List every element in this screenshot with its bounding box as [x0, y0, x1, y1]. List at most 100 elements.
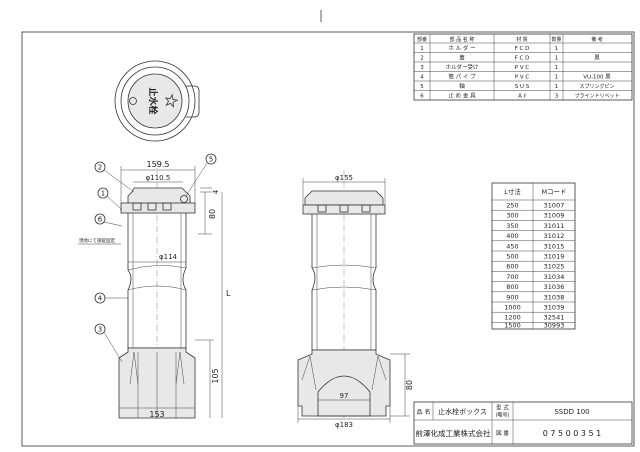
lookup-r3-m: 31011 — [544, 222, 565, 230]
dim-153: 153 — [149, 410, 164, 419]
parts-r6-name: 止 め 金 具 — [448, 92, 476, 100]
lookup-r7-m: 31025 — [544, 263, 565, 271]
front-cap — [127, 187, 191, 203]
side-base-arch — [317, 375, 371, 417]
parts-r1-qty: 1 — [555, 46, 559, 52]
lookup-r9-l: 800 — [506, 283, 518, 291]
lookup-r1-m: 31007 — [544, 202, 565, 210]
parts-r3-name: ホルダー受け — [445, 63, 479, 71]
side-cap — [304, 190, 384, 206]
top-view-outer-ring — [114, 60, 196, 142]
callout-5: 5 — [209, 156, 213, 164]
top-view: 止水栓 — [114, 60, 200, 142]
title-name-label: 品 名 — [417, 408, 431, 416]
callout-3: 3 — [98, 326, 102, 334]
parts-r6-no: 6 — [420, 94, 424, 100]
front-note: 現地にて施錠固定 — [79, 237, 115, 244]
lookup-r6-m: 31019 — [544, 253, 565, 261]
dim-80-top: 80 — [208, 209, 217, 219]
lookup-r4-m: 31012 — [544, 232, 565, 240]
parts-r5-name: 軸 — [459, 82, 465, 90]
lookup-r12-l: 1200 — [504, 314, 521, 322]
parts-r3-qty: 1 — [555, 65, 559, 71]
lookup-r13-l: 1500 — [504, 322, 521, 330]
parts-r4-name: 筒 パ イ プ — [448, 73, 476, 81]
parts-r6-note: ブラインドリベット — [574, 93, 619, 100]
top-view-hinge-tab — [186, 85, 200, 118]
title-drawing-label: 図 番 — [496, 430, 509, 437]
parts-r2-note: 黒 — [594, 55, 600, 62]
callout-6: 6 — [98, 216, 103, 224]
top-view-cover-text: 止水栓 — [147, 87, 159, 114]
lookup-r6-l: 500 — [506, 253, 518, 261]
parts-header-name: 部 品 名 称 — [450, 36, 475, 43]
parts-header-no: 部番 — [417, 36, 427, 43]
parts-r2-qty: 1 — [555, 56, 559, 62]
lookup-r10-l: 900 — [506, 293, 518, 301]
dim-phi155: φ155 — [335, 174, 353, 182]
side-holder — [302, 204, 386, 215]
lookup-r10-m: 31038 — [544, 293, 565, 301]
title-model-value: SSDD 100 — [554, 408, 589, 416]
parts-r4-note: VU-100 黒 — [583, 74, 611, 81]
dim-80-side: 80 — [405, 380, 414, 390]
parts-r1-no: 1 — [420, 46, 424, 52]
parts-r5-mat: S U S — [515, 84, 530, 90]
lookup-r5-m: 31015 — [544, 242, 565, 250]
lookup-r3-l: 350 — [506, 222, 518, 230]
parts-r2-mat: F C D — [515, 56, 530, 62]
side-base — [297, 349, 391, 417]
title-model-label: 型 式 — [496, 404, 509, 412]
lookup-header-l: L寸法 — [504, 187, 521, 196]
lookup-header-m: Mコード — [541, 188, 566, 196]
dim-L: L — [226, 289, 231, 298]
parts-r6-qty: 3 — [555, 94, 559, 100]
lookup-r11-m: 31039 — [544, 304, 565, 312]
parts-r5-note: スプリングピン — [579, 83, 614, 90]
lookup-r9-m: 31036 — [544, 283, 565, 291]
parts-header-qty: 数量 — [551, 36, 561, 43]
title-block: 品 名 止水栓ボックス 型 式 (略号) SSDD 100 前澤化成工業株式会社… — [413, 401, 633, 445]
lookup-r2-m: 31009 — [544, 212, 565, 220]
top-view-cover — [127, 73, 183, 129]
parts-header-note: 備 考 — [591, 36, 603, 43]
lookup-r1-l: 250 — [506, 202, 518, 210]
dim-105: 105 — [211, 368, 220, 383]
lookup-r8-l: 700 — [506, 273, 518, 281]
top-view-star-logo — [164, 93, 179, 108]
parts-r6-mat: A ℓ — [518, 94, 526, 100]
lookup-table: L寸法 Mコード 250 31007 300 31009 350 31011 4… — [491, 182, 576, 330]
dim-phi183: φ183 — [335, 421, 353, 429]
lookup-r12-m: 32541 — [544, 314, 565, 322]
lookup-r2-l: 300 — [506, 212, 518, 220]
parts-r5-no: 5 — [420, 84, 424, 90]
lookup-r5-l: 450 — [506, 242, 518, 250]
side-view: φ155 97 φ183 80 — [297, 170, 414, 429]
parts-table: 部番 部 品 名 称 材 質 数量 備 考 1 ホ ル ダ ー F C D 1 … — [413, 33, 633, 101]
callout-1: 1 — [101, 190, 105, 198]
parts-r4-mat: P V C — [515, 75, 530, 81]
dim-4: 4 — [212, 189, 220, 194]
callout-4: 4 — [98, 295, 103, 303]
lookup-r8-m: 31034 — [544, 273, 565, 281]
title-drawing-value: 0 7 5 0 0 3 5 1 — [543, 429, 602, 438]
top-view-inner-ring — [120, 66, 190, 136]
parts-r1-mat: F C D — [515, 46, 530, 52]
title-model-sub: (略号) — [496, 412, 510, 419]
parts-r3-mat: P V C — [515, 65, 530, 71]
lookup-r7-l: 600 — [506, 263, 518, 271]
parts-r1-name: ホ ル ダ ー — [448, 44, 475, 52]
title-company: 前澤化成工業株式会社 — [416, 428, 491, 438]
dim-phi114: φ114 — [159, 253, 178, 261]
parts-header-material: 材 質 — [516, 36, 528, 43]
drawing-frame — [21, 31, 635, 447]
top-view-lock-hole — [129, 97, 137, 105]
lookup-r13-m: 30993 — [544, 322, 565, 330]
parts-r2-name: 蓋 — [459, 54, 465, 62]
dim-phi110-5: φ110.5 — [146, 174, 171, 182]
parts-r4-no: 4 — [420, 75, 424, 81]
parts-r2-no: 2 — [420, 56, 424, 62]
dim-97: 97 — [340, 392, 349, 400]
callout-2: 2 — [98, 164, 102, 172]
